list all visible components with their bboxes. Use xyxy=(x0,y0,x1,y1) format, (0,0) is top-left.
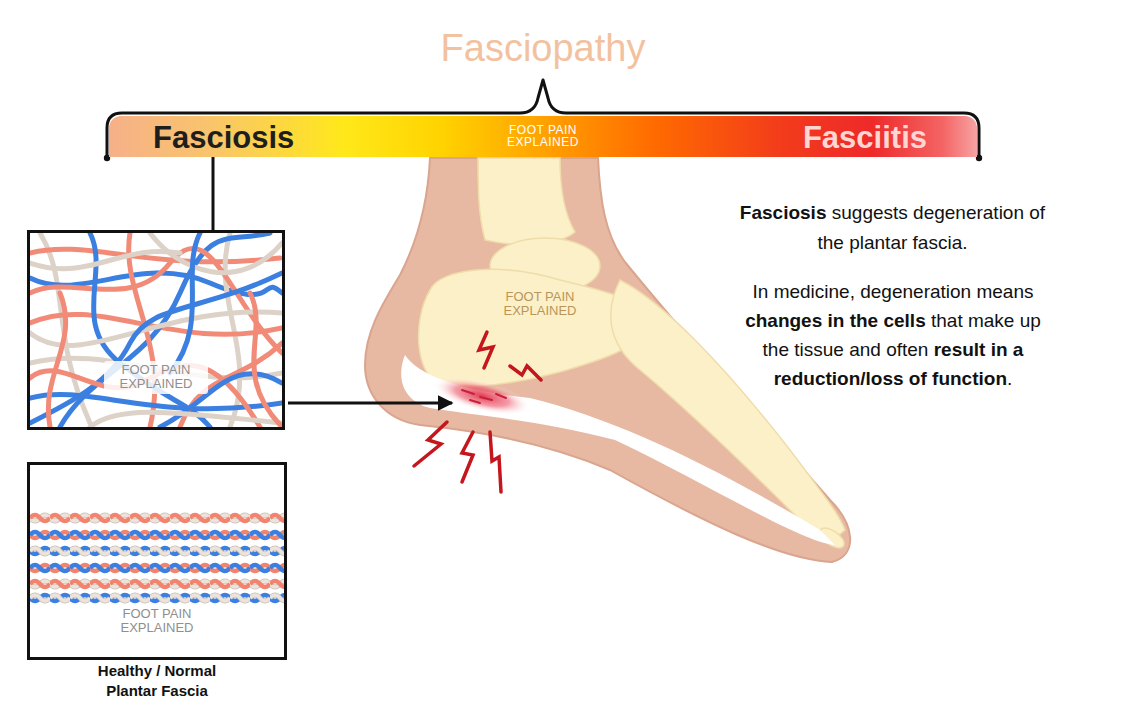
note-text: In medicine, degeneration means xyxy=(753,281,1034,302)
key-term: Fasciosis xyxy=(740,202,827,223)
healthy-fibres-part-part xyxy=(30,528,284,542)
watermark: FOOT PAIN EXPLAINED xyxy=(493,124,593,149)
pain-symbol-part xyxy=(462,432,473,482)
degenerated-fibres-part xyxy=(30,251,180,268)
degenerated-fibres-part xyxy=(250,293,282,427)
bracket xyxy=(104,80,982,161)
healthy-fibres-part xyxy=(30,591,284,605)
inflamed-area xyxy=(430,369,534,422)
degenerated-fibres-part xyxy=(90,412,282,427)
inflamed-fibres-part xyxy=(480,397,492,400)
pain-symbol xyxy=(414,332,541,492)
bracket-part xyxy=(107,80,979,158)
pointer-arrow xyxy=(288,402,452,405)
note-text: suggests degeneration of the plantar fas… xyxy=(818,202,1046,253)
healthy-fibres-part xyxy=(30,511,284,525)
pain-symbol-part xyxy=(479,332,493,368)
tibia-bone xyxy=(478,158,575,244)
watermark-holder: FOOT PAIN EXPLAINED xyxy=(492,290,588,319)
healthy-fibres-part-part xyxy=(30,577,284,591)
connector-line xyxy=(212,157,215,230)
pain-symbol-part xyxy=(490,432,501,492)
inflamed-fibres xyxy=(462,390,506,403)
stage-label: Fasciitis xyxy=(803,121,927,152)
fibre-image-box: FOOT PAIN EXPLAINED xyxy=(27,230,285,430)
degenerated-fibres xyxy=(30,233,282,427)
watermark: FOOT PAIN EXPLAINED xyxy=(504,289,577,318)
pain-symbol-part xyxy=(510,366,541,380)
healthy-fibres-part-part xyxy=(30,511,284,525)
inflamed-fibres-part xyxy=(470,400,480,403)
diagram-title: Fasciopathy xyxy=(343,28,743,70)
healthy-fibres xyxy=(30,511,284,605)
healthy-fibres-part-part xyxy=(30,591,284,605)
degenerated-fibres-part xyxy=(48,293,65,427)
stage-label: Fasciosis xyxy=(153,121,294,152)
box-caption: Healthy / Normal Plantar Fascia xyxy=(72,661,242,700)
stage-scale-bar: Fasciosis FOOT PAIN EXPLAINED Fasciitis xyxy=(109,116,977,157)
healthy-fibres-part xyxy=(30,544,284,558)
plantar-fascia xyxy=(401,355,835,545)
watermark: FOOT PAIN EXPLAINED xyxy=(105,605,209,638)
key-phrase: changes in the cells xyxy=(745,310,926,331)
foot-skin xyxy=(365,158,850,562)
healthy-fibres-part-part xyxy=(30,561,284,575)
healthy-fibres-part xyxy=(30,528,284,542)
note-paragraph: Fasciosis suggests degeneration of the p… xyxy=(730,198,1055,258)
note-paragraph: In medicine, degeneration means changes … xyxy=(738,277,1048,393)
note-text: . xyxy=(1007,368,1012,389)
foot-illustration xyxy=(365,158,850,562)
healthy-fibres-part-part xyxy=(30,544,284,558)
healthy-fibres-part xyxy=(30,561,284,575)
inflamed-fibres-part xyxy=(496,394,506,398)
watermark: FOOT PAIN EXPLAINED xyxy=(104,361,208,394)
degenerated-fibres-part xyxy=(30,248,282,353)
healthy-fibres-part xyxy=(30,577,284,591)
pain-symbol-part xyxy=(414,422,447,466)
fibre-image-box: FOOT PAIN EXPLAINEDHealthy / Normal Plan… xyxy=(27,462,287,660)
inflamed-fibres-part xyxy=(462,390,474,394)
